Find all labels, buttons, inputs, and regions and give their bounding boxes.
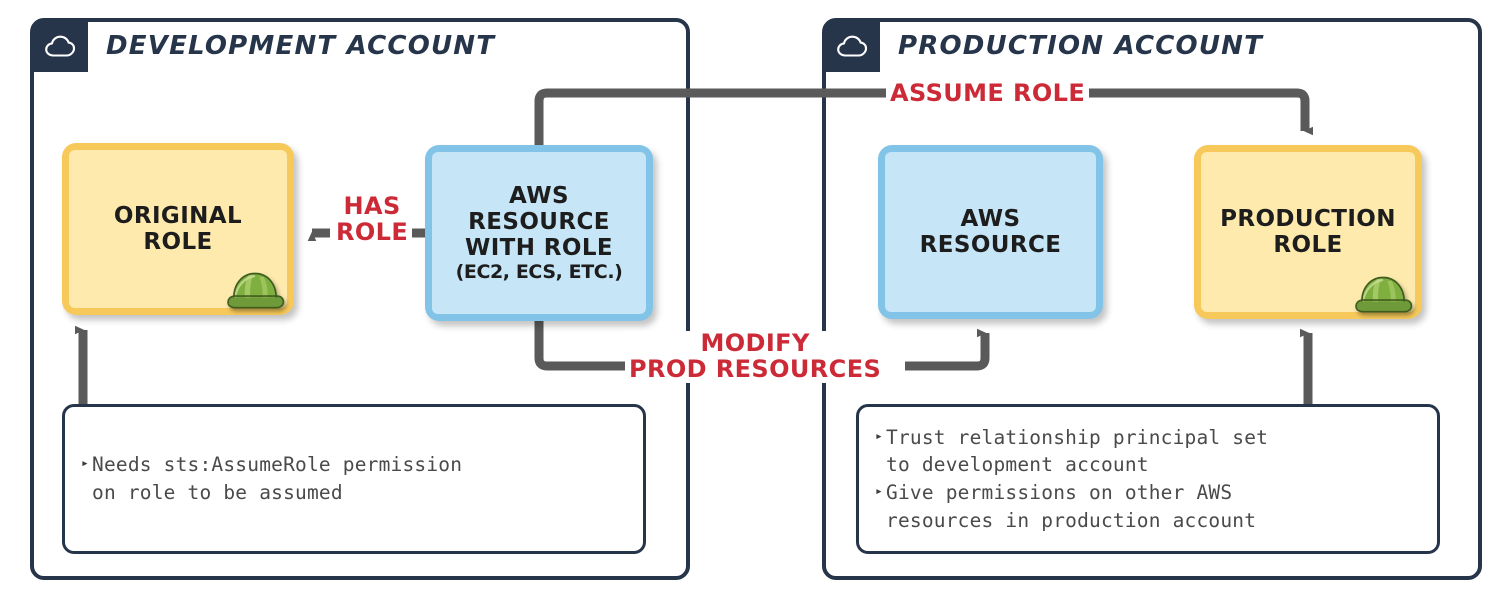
node-aws-resource-with-role[interactable]: AWS RESOURCE WITH ROLE (EC2, ECS, ETC.) [425,145,653,321]
node-aws-resource[interactable]: AWS RESOURCE [878,145,1103,319]
cloud-icon [45,35,76,57]
node-label-main: AWS RESOURCE WITH ROLE [464,182,614,262]
helmet-icon [227,272,285,309]
note-item-text: Give permissions on other AWS resources … [886,481,1257,532]
note-development: ▸ Needs sts:AssumeRole permission on rol… [62,404,646,554]
account-container-development: DEVELOPMENT ACCOUNT [30,18,690,580]
note-list-item: ▸ Needs sts:AssumeRole permission on rol… [81,451,627,506]
edge-label-assume-role: ASSUME ROLE [886,80,1090,107]
node-label-sub: (EC2, ECS, ETC.) [455,260,623,283]
note-production: ▸ Trust relationship principal set to de… [856,404,1440,554]
connector-modify-prod-resources-b [905,328,990,371]
note-item-text: Needs sts:AssumeRole permission on role … [92,453,463,504]
bullet-icon: ▸ [875,428,884,444]
cloud-badge-production [824,20,880,72]
edge-label-modify-prod-resources: MODIFY PROD RESOURCES [625,330,886,383]
helmet-icon [1355,276,1413,313]
node-inner-fill [885,152,1096,312]
account-header-development: DEVELOPMENT ACCOUNT [32,20,495,72]
account-title-development: DEVELOPMENT ACCOUNT [106,31,496,61]
node-label-aws-resource: AWS RESOURCE [919,205,1062,258]
cloud-icon [837,35,868,57]
note-list-item: ▸ Give permissions on other AWS resource… [875,479,1421,534]
edge-label-has-role: HAS ROLE [332,193,413,246]
note-item-text: Trust relationship principal set to deve… [886,425,1269,477]
bullet-icon: ▸ [875,484,884,499]
node-label-original-role: ORIGINAL ROLE [113,202,243,255]
account-header-production: PRODUCTION ACCOUNT [824,20,1263,72]
node-production-role[interactable]: PRODUCTION ROLE [1194,145,1422,319]
node-original-role[interactable]: ORIGINAL ROLE [62,143,294,315]
node-inner-fill [432,152,646,314]
account-title-production: PRODUCTION ACCOUNT [898,31,1264,61]
connector-modify-prod-resources-a [534,321,627,371]
cloud-badge-development [32,20,88,72]
bullet-icon: ▸ [81,456,90,472]
node-label-production-role: PRODUCTION ROLE [1220,205,1396,258]
note-list-item: ▸ Trust relationship principal set to de… [875,424,1421,479]
node-label-aws-resource-with-role: AWS RESOURCE WITH ROLE (EC2, ECS, ETC.) [450,157,629,310]
account-container-production: PRODUCTION ACCOUNT [822,18,1482,580]
